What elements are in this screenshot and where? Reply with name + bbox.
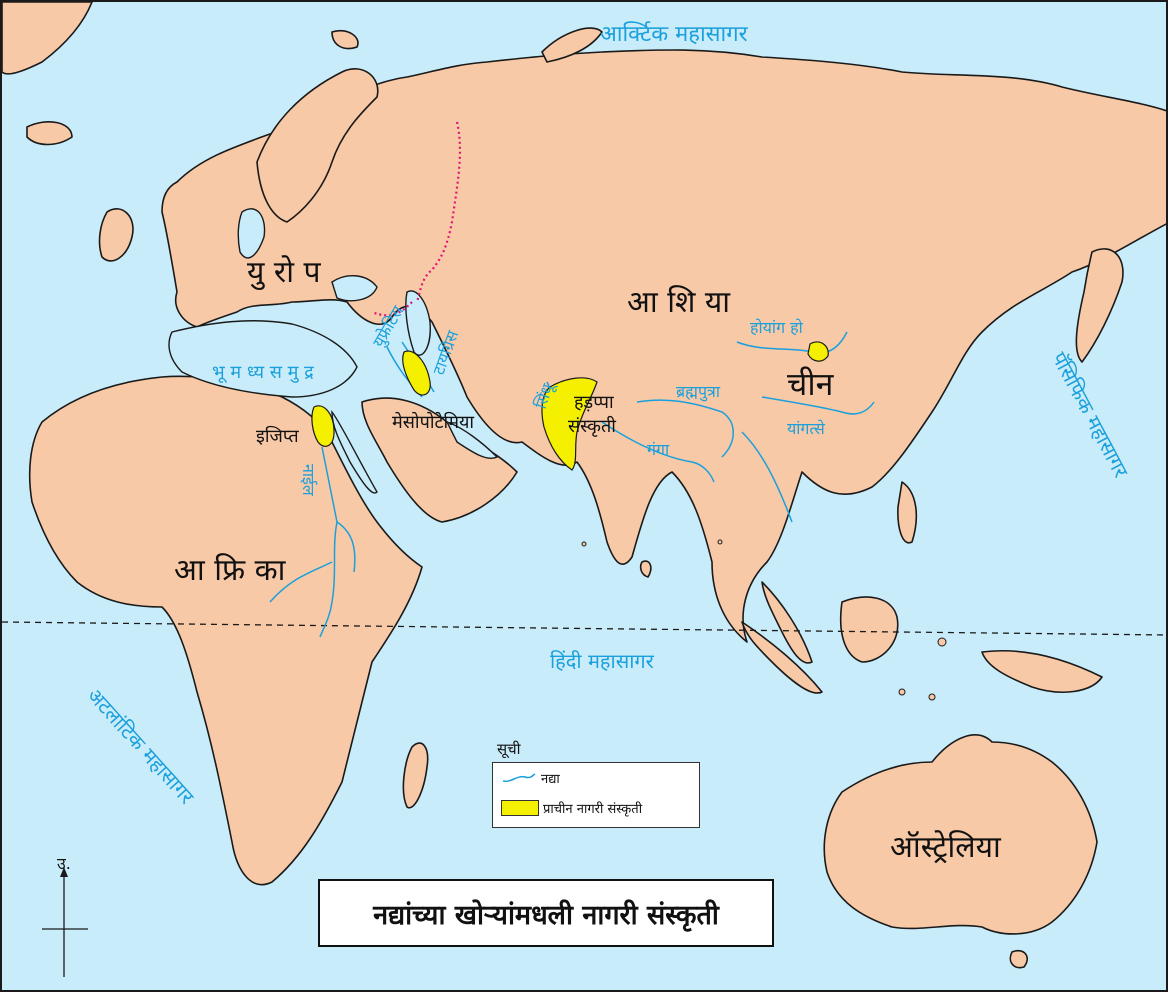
sri-lanka-landmass bbox=[639, 560, 652, 578]
nile-tributary bbox=[269, 521, 356, 603]
asia-label: आ शि या bbox=[627, 285, 731, 320]
mesopotamia-civilization-area bbox=[402, 350, 431, 396]
brahmaputra-river-label: ब्रह्मपुत्रा bbox=[676, 382, 721, 401]
egypt-label: इजिप्त bbox=[256, 426, 299, 447]
huang-ho-river-label: होयांग हो bbox=[750, 318, 803, 337]
australia-landmass bbox=[823, 734, 1098, 935]
australia-label: ऑस्ट्रेलिया bbox=[890, 830, 1001, 865]
sulawesi-island bbox=[937, 637, 947, 647]
japan-landmass bbox=[1075, 248, 1124, 363]
indonesia-island bbox=[928, 693, 936, 701]
sumatra-landmass bbox=[741, 621, 823, 694]
civilization-legend-swatch bbox=[501, 800, 539, 816]
caspian-sea-water bbox=[405, 290, 431, 356]
china-label: चीन bbox=[787, 365, 834, 403]
black-sea-water bbox=[331, 275, 378, 302]
europe-label: यु रो प bbox=[247, 255, 321, 290]
indian-ocean-label: हिंदी महासागर bbox=[550, 649, 654, 673]
egypt-civilization-area bbox=[311, 405, 335, 447]
map-title: नद्यांच्या खोऱ्यांमधली नागरी संस्कृती bbox=[318, 879, 774, 947]
compass-north-label: उ. bbox=[57, 854, 71, 873]
harappa-label-line2: संस्कृती bbox=[568, 416, 616, 437]
mesopotamia-label: मेसोपोटेमिया bbox=[392, 412, 475, 433]
africa-landmass bbox=[28, 375, 423, 886]
arabia-landmass bbox=[361, 397, 518, 523]
ganga-river-label: गंगा bbox=[647, 440, 670, 459]
yangtze-river bbox=[761, 396, 875, 415]
persian-gulf-water bbox=[445, 420, 499, 459]
britain-landmass bbox=[98, 208, 134, 262]
harappa-civilization-area bbox=[541, 377, 598, 471]
mediterranean-sea-water bbox=[168, 320, 358, 398]
equator-line bbox=[2, 621, 1166, 636]
red-sea-water bbox=[331, 410, 378, 494]
indonesia-island bbox=[898, 688, 906, 696]
borneo-landmass bbox=[839, 596, 899, 663]
legend-title: सूची bbox=[497, 740, 521, 758]
malaya-landmass bbox=[761, 581, 813, 664]
harappa-label-line1: हड़प्पा bbox=[574, 392, 614, 413]
mediterranean-sea-label: भू म ध्य स मु द्र bbox=[212, 362, 314, 383]
mekong-river bbox=[741, 431, 793, 523]
north-arrow-icon bbox=[42, 867, 88, 977]
madagascar-landmass bbox=[402, 742, 429, 809]
iceland-landmass bbox=[26, 121, 73, 146]
new-guinea-landmass bbox=[981, 649, 1103, 693]
legend-row-civilization: प्राचीन नागरी संस्कृती bbox=[501, 799, 642, 817]
ganga-river bbox=[601, 421, 715, 483]
maldives-island bbox=[581, 541, 587, 547]
arctic-ocean-label: आर्क्टिक महासागर bbox=[600, 22, 748, 47]
map-title-text: नद्यांच्या खोऱ्यांमधली नागरी संस्कृती bbox=[373, 899, 719, 931]
brahmaputra-river bbox=[636, 399, 734, 458]
tasmania-landmass bbox=[1009, 949, 1028, 969]
china-civilization-area bbox=[807, 341, 829, 362]
europe-asia-boundary bbox=[371, 121, 462, 317]
legend-row-rivers: नद्या bbox=[501, 769, 560, 787]
nile-river-label: नाईल bbox=[299, 464, 318, 496]
philippines-landmass bbox=[897, 481, 918, 544]
nile-river bbox=[319, 446, 338, 638]
africa-label: आ फ्रि का bbox=[174, 553, 286, 588]
eurasia-landmass bbox=[161, 49, 1166, 643]
novaya-zemlya-landmass bbox=[541, 27, 603, 63]
greenland-landmass bbox=[2, 2, 93, 75]
legend-rivers-label: नद्या bbox=[541, 772, 560, 787]
legend: नद्या प्राचीन नागरी संस्कृती bbox=[492, 762, 700, 828]
legend-civilization-label: प्राचीन नागरी संस्कृती bbox=[543, 802, 643, 817]
andaman-island bbox=[717, 539, 723, 545]
river-legend-icon bbox=[502, 773, 536, 783]
baltic-sea-water bbox=[237, 208, 266, 259]
scandinavia-landmass bbox=[256, 68, 379, 223]
svalbard-landmass bbox=[331, 29, 359, 50]
yangtze-river-label: यांगत्से bbox=[787, 419, 825, 438]
